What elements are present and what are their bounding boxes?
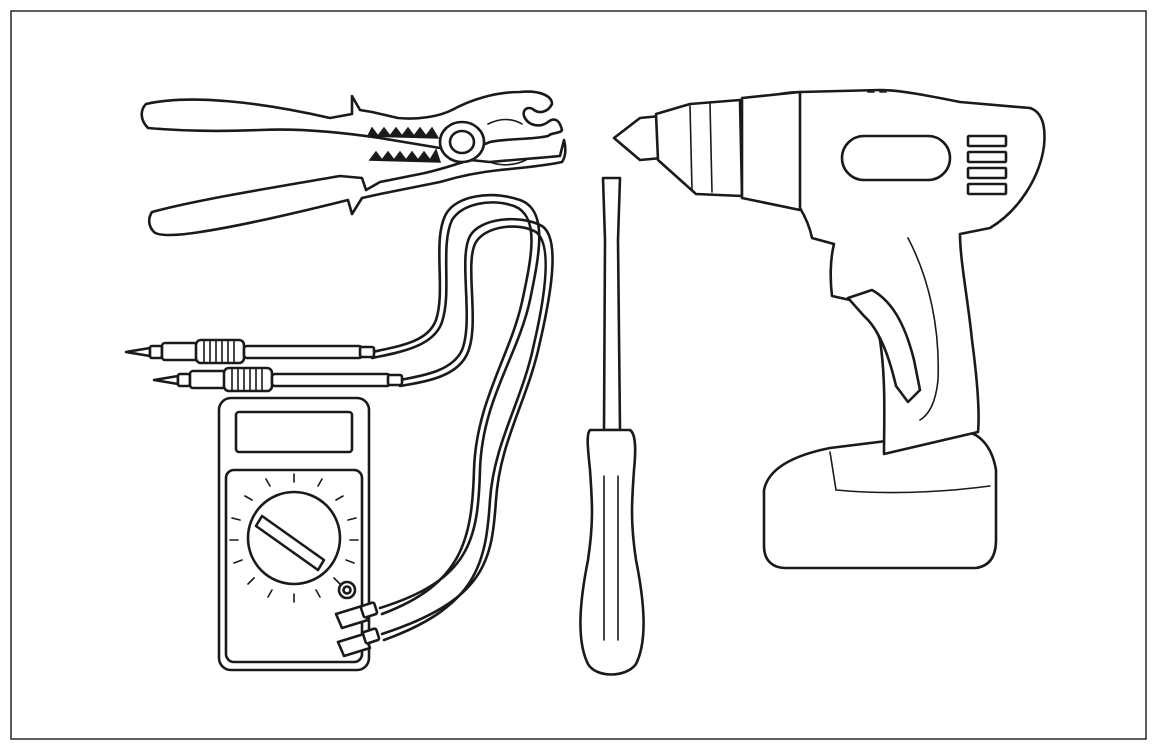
test-leads xyxy=(370,193,554,642)
probe-black-icon xyxy=(152,366,404,393)
frame-border xyxy=(10,10,1147,740)
probe-red-icon xyxy=(124,338,376,365)
pliers-icon xyxy=(140,90,567,237)
screwdriver-icon xyxy=(579,176,645,676)
multimeter-icon xyxy=(217,396,381,672)
cordless-drill-icon xyxy=(612,88,1046,570)
